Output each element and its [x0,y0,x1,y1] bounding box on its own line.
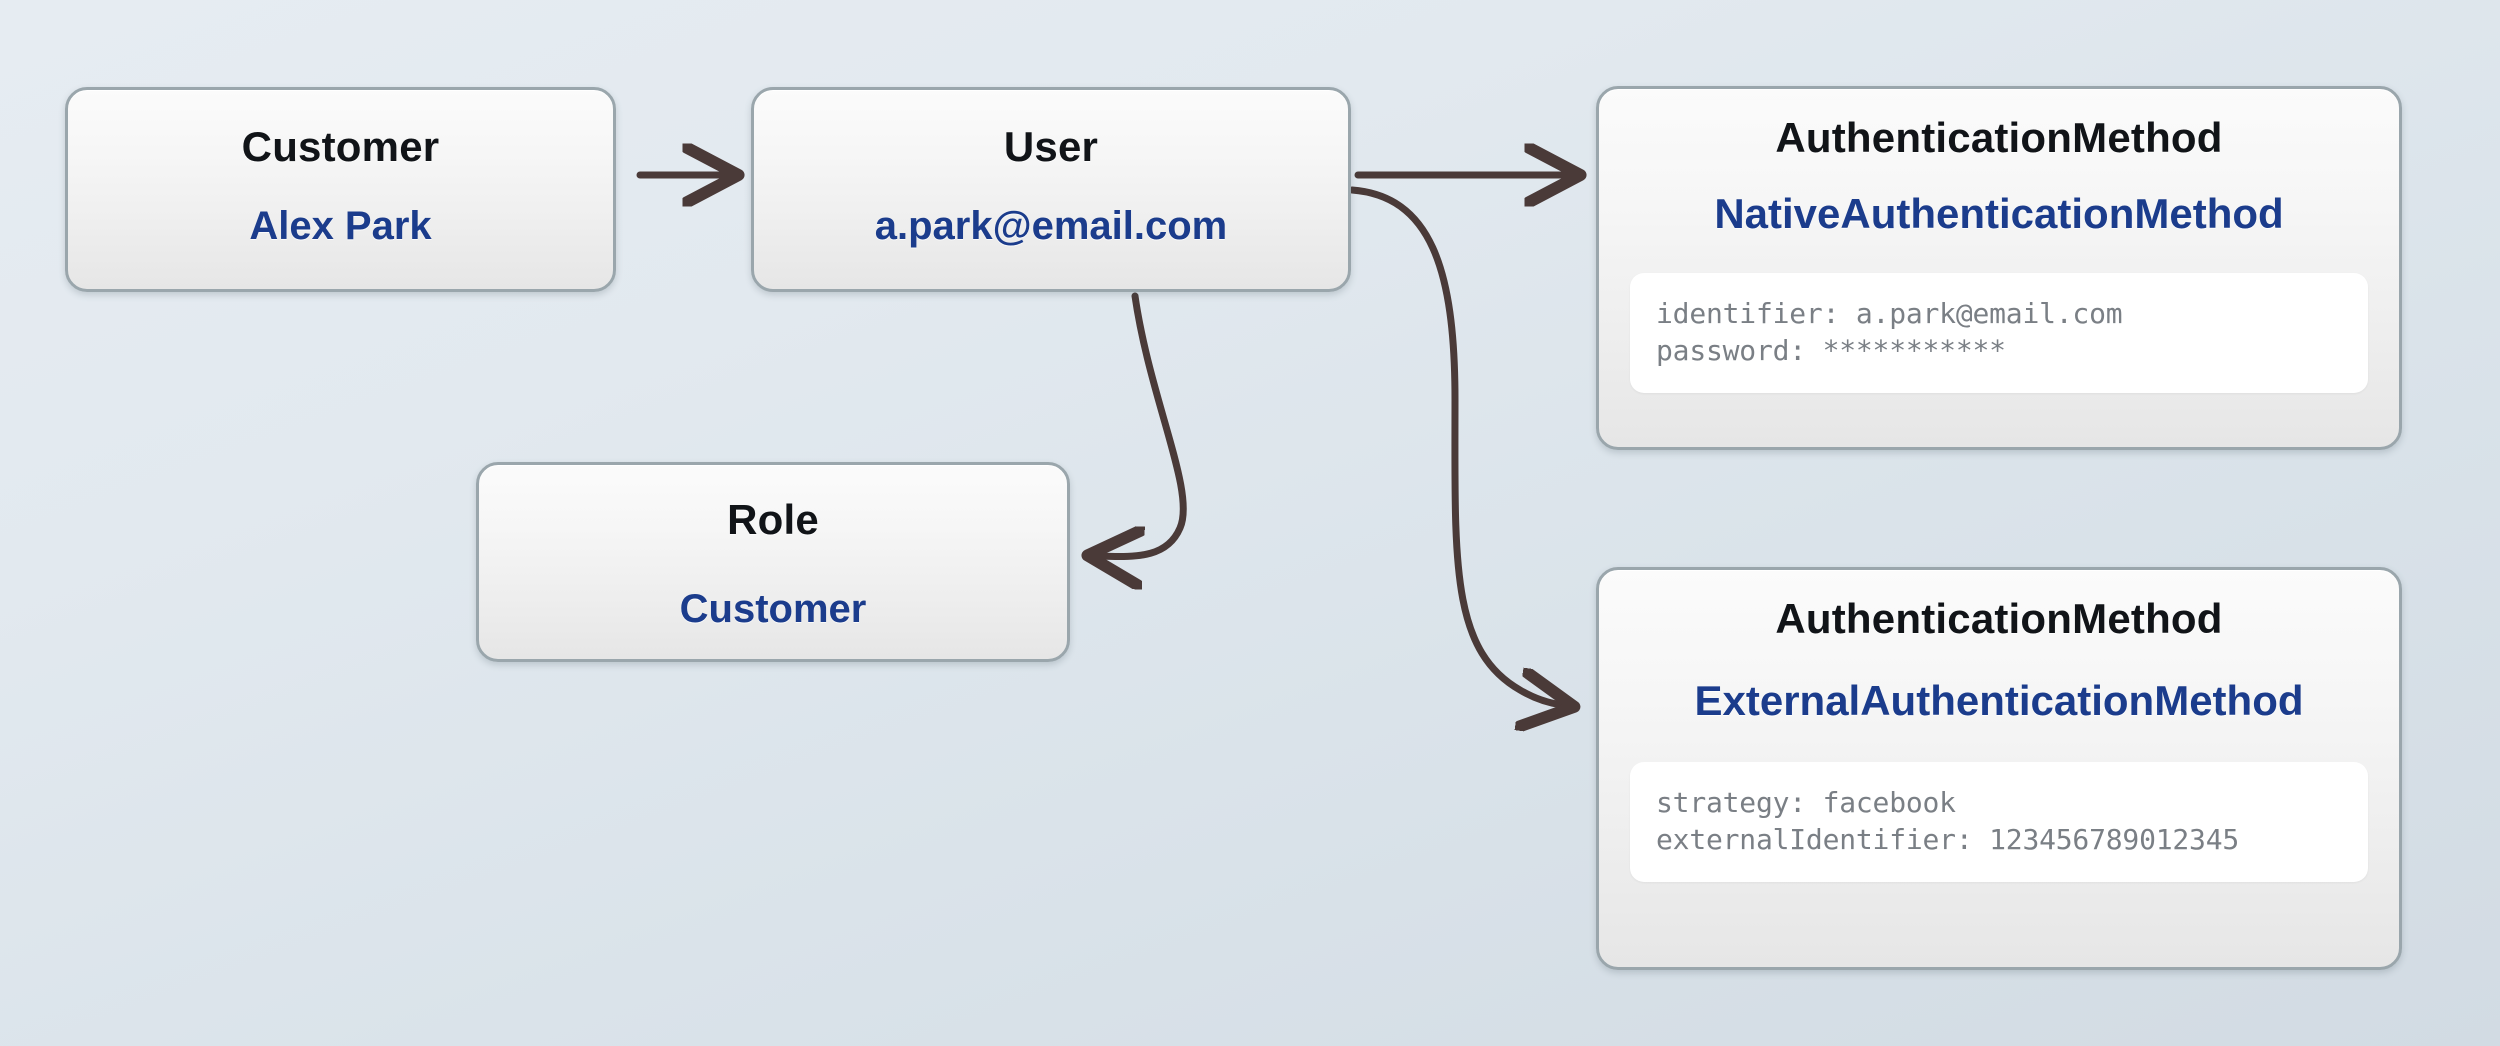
node-customer-value: Alex Park [249,204,432,248]
code-line-identifier: identifier: a.park@email.com [1656,297,2123,330]
node-auth-external-value: ExternalAuthenticationMethod [1694,677,2304,724]
code-line-strategy: strategy: facebook [1656,786,1956,819]
node-user-value: a.park@email.com [874,204,1228,248]
node-auth-native-value: NativeAuthenticationMethod [1714,190,2284,237]
node-auth-native-code-panel: identifier: a.park@email.com password: *… [1630,273,2368,394]
node-customer[interactable]: Customer Alex Park [65,87,616,292]
node-user[interactable]: User a.park@email.com [751,87,1351,292]
node-role-value: Customer [679,587,867,631]
node-auth-external[interactable]: AuthenticationMethod ExternalAuthenticat… [1596,567,2402,970]
node-role[interactable]: Role Customer [476,462,1070,662]
code-line-password: password: *********** [1656,334,2006,368]
node-auth-native-title: AuthenticationMethod [1775,114,2223,161]
node-role-title: Role [727,496,819,543]
arrow-user-to-auth-external [1348,186,1562,705]
node-user-title: User [1003,123,1099,170]
node-auth-external-title: AuthenticationMethod [1775,595,2223,642]
arrow-user-to-role [1100,292,1187,557]
code-line-external-identifier: externalIdentifier: 123456789012345 [1656,823,2240,857]
node-auth-external-code-panel: strategy: facebook externalIdentifier: 1… [1630,762,2368,883]
node-customer-title: Customer [241,123,440,170]
node-auth-native[interactable]: AuthenticationMethod NativeAuthenticatio… [1596,86,2402,450]
